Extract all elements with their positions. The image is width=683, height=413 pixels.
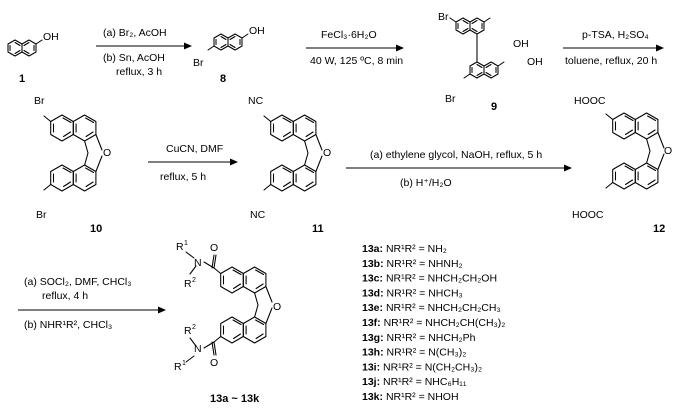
compound-12-label: 12 bbox=[653, 223, 665, 235]
compound-13-r-top-1: R bbox=[176, 241, 184, 253]
substituent-id: 13e: bbox=[362, 302, 386, 314]
substituent-formula: NR¹R² = N(CH₃)₂ bbox=[387, 347, 467, 359]
substituent-id: 13b: bbox=[362, 258, 387, 270]
step1-reagent-b: (b) Sn, AcOH bbox=[103, 52, 165, 64]
substituent-row: 13g: NR¹R² = NHCH₂Ph bbox=[362, 332, 476, 344]
compound-13-r-bottom-1: R bbox=[174, 361, 182, 373]
compound-9-oh-bottom: OH bbox=[527, 56, 543, 68]
step3-reagent: p-TSA, H₂SO₄ bbox=[582, 29, 649, 41]
compound-13-n-top: N bbox=[194, 257, 202, 269]
compound-1-oh: OH bbox=[43, 31, 59, 43]
compound-13-r-top-2: R bbox=[184, 278, 192, 290]
step5-reagent-a: (a) ethylene glycol, NaOH, reflux, 5 h bbox=[370, 149, 542, 161]
substituent-id: 13a: bbox=[362, 243, 386, 255]
step6-conditions: reflux, 4 h bbox=[42, 290, 88, 302]
compound-13-o-bottom: O bbox=[210, 357, 218, 369]
substituent-row: 13j: NR¹R² = NHC₆H₁₁ bbox=[362, 376, 467, 388]
step6-reagent-a: (a) SOCl₂, DMF, CHCl₃ bbox=[24, 276, 132, 288]
compound-9-br-bottom: Br bbox=[445, 93, 456, 105]
compound-13-n-bottom: N bbox=[194, 343, 202, 355]
compound-12-structure bbox=[605, 113, 664, 189]
substituent-row: 13d: NR¹R² = NHCH₃ bbox=[362, 287, 463, 299]
step1-reagent-a: (a) Br₂, AcOH bbox=[103, 27, 167, 39]
step2-reagent: FeCl₃·6H₂O bbox=[321, 29, 377, 41]
compound-13-r-bottom-2-sup: 2 bbox=[192, 324, 196, 331]
compound-8-label: 8 bbox=[220, 73, 226, 85]
substituent-formula: NR¹R² = N(CH₂CH₃)₂ bbox=[383, 361, 482, 373]
substituent-id: 13c: bbox=[362, 273, 386, 285]
compound-13-label: 13a ~ 13k bbox=[210, 393, 260, 405]
compound-9-br-top: Br bbox=[438, 11, 449, 23]
compound-11-nc-top: NC bbox=[248, 95, 264, 107]
compound-1-structure bbox=[7, 39, 43, 57]
substituent-formula: NR¹R² = NHCH₂CH₂OH bbox=[386, 273, 497, 285]
compound-13-r-top-1-sup: 1 bbox=[184, 240, 188, 247]
compound-13-o-top: O bbox=[210, 242, 218, 254]
compound-13-r-bottom-1-sup: 1 bbox=[182, 360, 186, 367]
substituent-formula: NR¹R² = NHOH bbox=[386, 391, 459, 403]
substituent-id: 13i: bbox=[362, 361, 383, 373]
compound-1-label: 1 bbox=[19, 73, 25, 85]
substituent-formula: NR¹R² = NHCH₃ bbox=[387, 287, 463, 299]
step4-reagent: CuCN, DMF bbox=[166, 143, 223, 155]
substituent-formula: NR¹R² = NHCH₂CH(CH₃)₂ bbox=[384, 317, 506, 329]
substituent-id: 13f: bbox=[362, 317, 384, 329]
compound-10-structure bbox=[43, 115, 102, 191]
compound-13-r-bottom-2: R bbox=[184, 325, 192, 337]
compound-13-structure bbox=[213, 267, 272, 343]
substituent-formula: NR¹R² = NHCH₂CH₂CH₃ bbox=[386, 302, 501, 314]
compound-8-oh: OH bbox=[249, 25, 265, 37]
substituent-row: 13i: NR¹R² = N(CH₂CH₃)₂ bbox=[362, 361, 482, 373]
substituent-id: 13h: bbox=[362, 347, 387, 359]
substituent-row: 13f: NR¹R² = NHCH₂CH(CH₃)₂ bbox=[362, 317, 505, 329]
compound-12-hooc-top: HOOC bbox=[574, 95, 606, 107]
substituent-row: 13a: NR¹R² = NH₂ bbox=[362, 243, 447, 255]
substituent-id: 13g: bbox=[362, 332, 387, 344]
step6-reagent-b: (b) NHR¹R², CHCl₃ bbox=[24, 319, 112, 331]
compound-12-o: O bbox=[664, 145, 672, 157]
substituent-row: 13k: NR¹R² = NHOH bbox=[362, 391, 459, 403]
substituent-id: 13d: bbox=[362, 287, 387, 299]
step5-reagent-b: (b) H⁺/H₂O bbox=[400, 177, 452, 189]
substituent-formula: NR¹R² = NHNH₂ bbox=[387, 258, 463, 270]
substituent-formula: NR¹R² = NHCH₂Ph bbox=[387, 332, 476, 344]
step2-conditions: 40 W, 125 ºC, 8 min bbox=[310, 55, 403, 67]
substituent-id: 13j: bbox=[362, 376, 383, 388]
substituent-row: 13c: NR¹R² = NHCH₂CH₂OH bbox=[362, 273, 497, 285]
compound-11-label: 11 bbox=[312, 223, 324, 235]
compound-10-br-bottom: Br bbox=[36, 209, 47, 221]
compound-8-br: Br bbox=[193, 57, 204, 69]
compound-9-oh-top: OH bbox=[513, 38, 529, 50]
step3-conditions: toluene, reflux, 20 h bbox=[565, 55, 657, 67]
compound-9-label: 9 bbox=[491, 101, 497, 113]
substituent-row: 13b: NR¹R² = NHNH₂ bbox=[362, 258, 463, 270]
compound-11-o: O bbox=[323, 147, 331, 159]
compound-8-structure bbox=[207, 33, 249, 51]
compound-11-structure bbox=[263, 115, 322, 191]
compound-13-o: O bbox=[273, 301, 281, 313]
substituent-row: 13h: NR¹R² = N(CH₃)₂ bbox=[362, 347, 466, 359]
substituent-formula: NR¹R² = NH₂ bbox=[386, 243, 447, 255]
compound-13-r-top-2-sup: 2 bbox=[192, 277, 196, 284]
substituent-row: 13e: NR¹R² = NHCH₂CH₂CH₃ bbox=[362, 302, 501, 314]
compound-11-nc-bottom: NC bbox=[250, 209, 266, 221]
compound-10-o: O bbox=[103, 147, 111, 159]
substituent-id: 13k: bbox=[362, 391, 386, 403]
substituent-formula: NR¹R² = NHC₆H₁₁ bbox=[383, 376, 467, 388]
compound-9-structure bbox=[449, 17, 491, 35]
compound-10-br-top: Br bbox=[34, 95, 45, 107]
step4-conditions: reflux, 5 h bbox=[160, 171, 206, 183]
compound-12-hooc-bottom: HOOC bbox=[572, 209, 604, 221]
step1-conditions: reflux, 3 h bbox=[116, 66, 162, 78]
compound-10-label: 10 bbox=[90, 223, 102, 235]
compound-9-structure-lower bbox=[463, 61, 505, 79]
